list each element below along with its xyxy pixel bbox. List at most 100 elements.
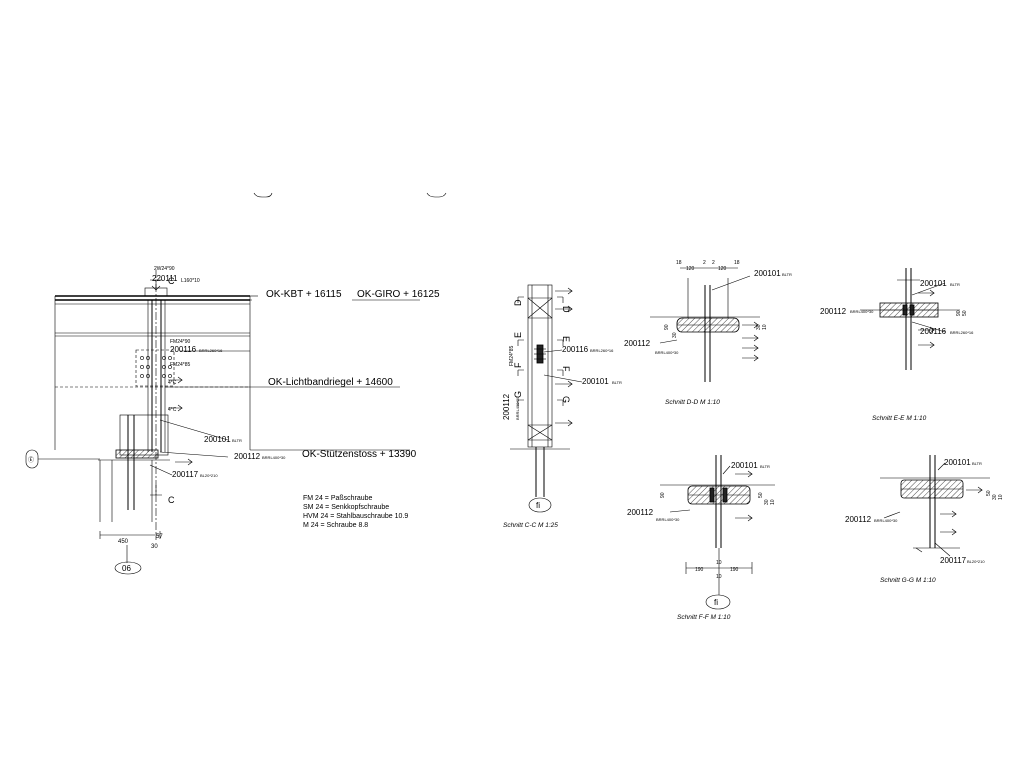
section-dd: 18 120 2 2 120 18 90 30 30 10 200101 BLT…	[624, 260, 792, 406]
dd-dim-side-4: 10	[762, 324, 768, 330]
ff-part-200112-spec: BRRL400*30	[656, 517, 680, 522]
level-kbt: OK-KBT + 16115	[266, 289, 342, 300]
ee-part-200101: 200101	[920, 279, 947, 288]
level-lichtbandriegel: OK-Lichtbandriegel + 14600	[268, 377, 393, 388]
section-cc: D E F G D E F G FM24*85 200112 BRRL400*3…	[502, 284, 622, 529]
legend-line-4: M 24 = Schraube 8.8	[303, 522, 368, 529]
cc-part-200101: 200101	[582, 377, 609, 386]
cc-letter-d-right: D	[561, 306, 571, 313]
cc-letter-g-right: G	[561, 396, 571, 403]
cc-part-200116: 200116	[562, 345, 589, 354]
gg-title: Schnitt G-G M 1:10	[880, 577, 936, 584]
ee-dim-1: 90	[956, 310, 962, 316]
cc-label-fm24: FM24*85	[509, 345, 515, 366]
cc-title: Schnitt C-C M 1:25	[503, 522, 558, 529]
part-200112-label: 200112	[234, 452, 261, 461]
ff-dim-bottom-2: 190	[695, 567, 704, 573]
part-200117-label: 200117	[172, 470, 199, 479]
dd-dim-top-5: 120	[718, 266, 727, 272]
label-fm24-85: FM24*85	[170, 362, 191, 368]
dd-dim-top-4: 2	[712, 260, 715, 266]
dim-57: 57	[156, 534, 163, 540]
top-label-3: L160*10	[181, 278, 200, 284]
gg-part-200101-spec: BLTR	[972, 461, 982, 466]
cc-letter-e: E	[513, 332, 523, 338]
part-200116-spec: BRRL260*16	[199, 348, 223, 353]
gg-dim-1: 50	[986, 490, 992, 496]
ff-title: Schnitt F-F M 1:10	[677, 614, 731, 621]
gg-part-200112: 200112	[845, 515, 872, 524]
label-4c-1: 4*C	[168, 380, 177, 386]
gg-part-200101: 200101	[944, 458, 971, 467]
dd-dim-top-3: 2	[703, 260, 706, 266]
ff-dim-bottom-4: 190	[730, 567, 739, 573]
gg-dim-3: 10	[998, 494, 1004, 500]
section-gg: 50 30 10 200101 BLTR 200112 BRRL400*30 2…	[845, 455, 1004, 584]
top-label-2: 220111	[152, 274, 178, 283]
ff-part-200101-spec: BLTR	[760, 464, 770, 469]
gg-dim-2: 30	[992, 494, 998, 500]
ee-dim-2: 50	[962, 310, 968, 316]
ff-dim-bottom-3: 10	[716, 574, 722, 580]
part-200101-spec: BLTR	[232, 438, 242, 443]
elevation-view	[25, 270, 410, 563]
ff-dim-bottom-1: 10	[716, 560, 722, 566]
dd-part-200101: 200101	[754, 269, 781, 278]
cc-letter-g: G	[513, 391, 523, 398]
ee-part-200112-spec: BRRL400*30	[850, 309, 874, 314]
part-200112-spec: BRRL400*30	[262, 455, 286, 460]
section-ee: 90 50 200101 BLTR 200112 BRRL400*30 2001…	[820, 268, 974, 422]
dim-450: 450	[118, 539, 129, 545]
legend-line-1: FM 24 = Paßschraube	[303, 495, 373, 502]
level-giro: OK-GIRO + 16125	[357, 289, 440, 300]
level-stuetzenstoss: OK-Stützenstoss + 13390	[302, 449, 417, 460]
cc-letter-d: D	[513, 299, 523, 306]
cc-marker-label: fi	[536, 501, 540, 510]
ff-part-200112: 200112	[627, 508, 654, 517]
elevation-labels: 2W24*90 220111 L160*10 C C OK-KBT + 1611…	[28, 266, 440, 575]
ee-part-200116-spec: BRRL260*16	[950, 330, 974, 335]
dd-part-200112-spec: BRRL400*30	[655, 350, 679, 355]
ee-part-200116: 200116	[920, 327, 947, 336]
bolt-group	[140, 356, 172, 378]
label-fm24-90: FM24*90	[170, 339, 191, 345]
legend-line-3: HVM 24 = Stahlbauschraube 10.9	[303, 513, 408, 520]
section-mark-bottom: C	[168, 495, 175, 505]
bolt-legend: FM 24 = Paßschraube SM 24 = Senkkopfschr…	[303, 495, 408, 529]
dim-30: 30	[151, 544, 158, 550]
dd-dim-top-6: 18	[734, 260, 740, 266]
cc-part-200101-spec: BLTR	[612, 380, 622, 385]
ff-dim-side-3: 30	[764, 499, 770, 505]
dd-dim-side-2: 30	[672, 332, 678, 338]
axis-marker	[114, 561, 142, 575]
gg-part-200117-spec: BL20*210	[967, 559, 985, 564]
axis-marker-label: 06	[122, 564, 131, 573]
cc-marker	[528, 497, 552, 513]
ff-dim-side-4: 10	[770, 499, 776, 505]
ff-dim-side-1: 90	[660, 492, 666, 498]
ee-title: Schnitt E-E M 1:10	[872, 415, 927, 422]
dd-dim-side-3: 30	[756, 324, 762, 330]
ff-marker	[705, 594, 731, 610]
label-4c-2: 4*C	[168, 407, 177, 413]
dd-part-200112: 200112	[624, 339, 651, 348]
cc-part-200116-spec: BRRL260*16	[590, 348, 614, 353]
ee-part-200112: 200112	[820, 307, 847, 316]
cc-letter-f: F	[513, 362, 523, 368]
dd-part-200101-spec: BLTR	[782, 272, 792, 277]
ff-dim-side-2: 50	[758, 492, 764, 498]
top-label-1: 2W24*90	[154, 266, 175, 272]
ee-part-200101-spec: BLTR	[950, 282, 960, 287]
top-mark-left	[253, 192, 273, 198]
cc-label-200112: 200112	[502, 393, 511, 420]
ff-part-200101: 200101	[731, 461, 758, 470]
gg-part-200112-spec: BRRL400*30	[874, 518, 898, 523]
section-ff: 90 50 30 10 10 190 10 190 200101 BLTR 20…	[627, 455, 776, 621]
legend-line-2: SM 24 = Senkkopfschraube	[303, 504, 389, 511]
part-200117-spec: BL20*210	[200, 473, 218, 478]
dd-title: Schnitt D-D M 1:10	[665, 399, 720, 406]
gg-part-200117: 200117	[940, 556, 967, 565]
part-200116-label: 200116	[170, 345, 197, 354]
dd-dim-top-1: 18	[676, 260, 682, 266]
